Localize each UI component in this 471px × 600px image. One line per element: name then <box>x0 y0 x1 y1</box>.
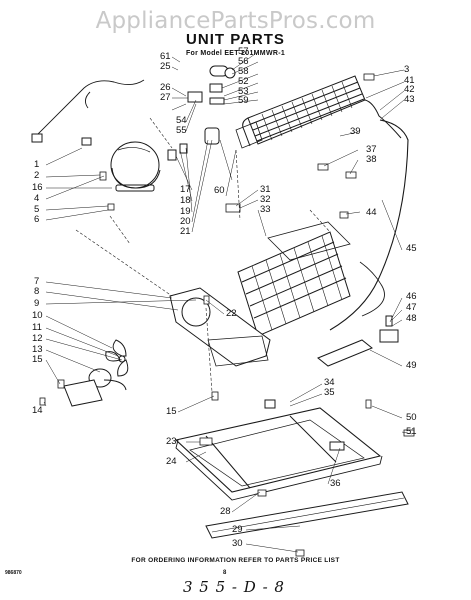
callout-60: 60 <box>214 185 225 196</box>
document-code: 986870 <box>5 570 22 576</box>
watermark: AppliancePartsPros.com <box>95 8 376 34</box>
callout-1: 1 <box>34 159 40 170</box>
callout-49: 49 <box>406 360 417 371</box>
callout-21: 21 <box>180 226 191 237</box>
callout-59: 59 <box>238 95 249 106</box>
callout-31: 31 <box>260 184 271 195</box>
callout-51: 51 <box>406 426 417 437</box>
callout-15-center: 15 <box>166 406 177 417</box>
condenser-coil <box>235 75 402 149</box>
callout-2: 2 <box>34 170 40 181</box>
callout-42: 42 <box>404 84 415 95</box>
callout-24: 24 <box>166 456 177 467</box>
callout-45: 45 <box>406 243 417 254</box>
evaporator-coil <box>237 221 351 337</box>
callout-56: 56 <box>238 56 249 67</box>
callout-3: 3 <box>404 64 410 75</box>
callout-18: 18 <box>180 195 191 206</box>
callout-46: 46 <box>406 291 417 302</box>
callout-9: 9 <box>34 298 40 309</box>
callout-43: 43 <box>404 94 415 105</box>
callout-36: 36 <box>330 478 341 489</box>
model-subtitle: For Model EET 201MMWR-1 <box>185 50 286 57</box>
diagram-title: UNIT PARTS <box>186 31 285 48</box>
callout-6: 6 <box>34 214 40 225</box>
callout-13: 13 <box>32 344 43 355</box>
callout-55: 55 <box>176 125 187 136</box>
callout-14: 14 <box>32 405 43 416</box>
callout-17: 17 <box>180 184 191 195</box>
callout-23: 23 <box>166 436 177 447</box>
callout-61: 61 <box>160 51 171 62</box>
callout-54: 54 <box>176 115 187 126</box>
callout-7: 7 <box>34 276 40 287</box>
callout-10: 10 <box>32 310 43 321</box>
fan-shroud <box>169 287 271 367</box>
callout-5: 5 <box>34 204 40 215</box>
callout-58: 58 <box>238 66 249 77</box>
compressor <box>110 141 161 192</box>
callout-35: 35 <box>324 387 335 398</box>
callout-12: 12 <box>32 333 43 344</box>
base-frame <box>174 399 383 501</box>
callout-33: 33 <box>260 204 271 215</box>
callout-4: 4 <box>34 193 40 204</box>
callout-48: 48 <box>406 313 417 324</box>
callout-30: 30 <box>232 538 243 549</box>
callout-34: 34 <box>324 377 335 388</box>
callout-41: 41 <box>404 75 415 86</box>
callout-38: 38 <box>366 154 377 165</box>
callout-26: 26 <box>160 82 171 93</box>
callout-52: 52 <box>238 76 249 87</box>
page-number: 8 <box>223 570 227 576</box>
callout-19: 19 <box>180 206 191 217</box>
callout-11: 11 <box>32 322 42 333</box>
callout-44: 44 <box>366 207 377 218</box>
callout-20: 20 <box>180 216 191 227</box>
callout-53: 53 <box>238 86 249 97</box>
handwritten-reference: 3 5 5 - D - 8 <box>183 578 285 596</box>
ordering-info-footer: FOR ORDERING INFORMATION REFER TO PARTS … <box>131 557 340 564</box>
callout-29: 29 <box>232 524 243 535</box>
callout-47: 47 <box>406 302 417 313</box>
callout-25: 25 <box>160 61 171 72</box>
callout-50: 50 <box>406 412 417 423</box>
callout-22: 22 <box>226 308 237 319</box>
callout-37: 37 <box>366 144 377 155</box>
callout-57: 57 <box>238 46 249 57</box>
callout-15-left: 15 <box>32 354 43 365</box>
callout-27: 27 <box>160 92 171 103</box>
fan-motor <box>63 339 129 407</box>
callout-39: 39 <box>350 126 361 137</box>
callout-32: 32 <box>260 194 271 205</box>
callout-16: 16 <box>32 182 43 193</box>
callout-28: 28 <box>220 506 231 517</box>
callout-8: 8 <box>34 286 40 297</box>
